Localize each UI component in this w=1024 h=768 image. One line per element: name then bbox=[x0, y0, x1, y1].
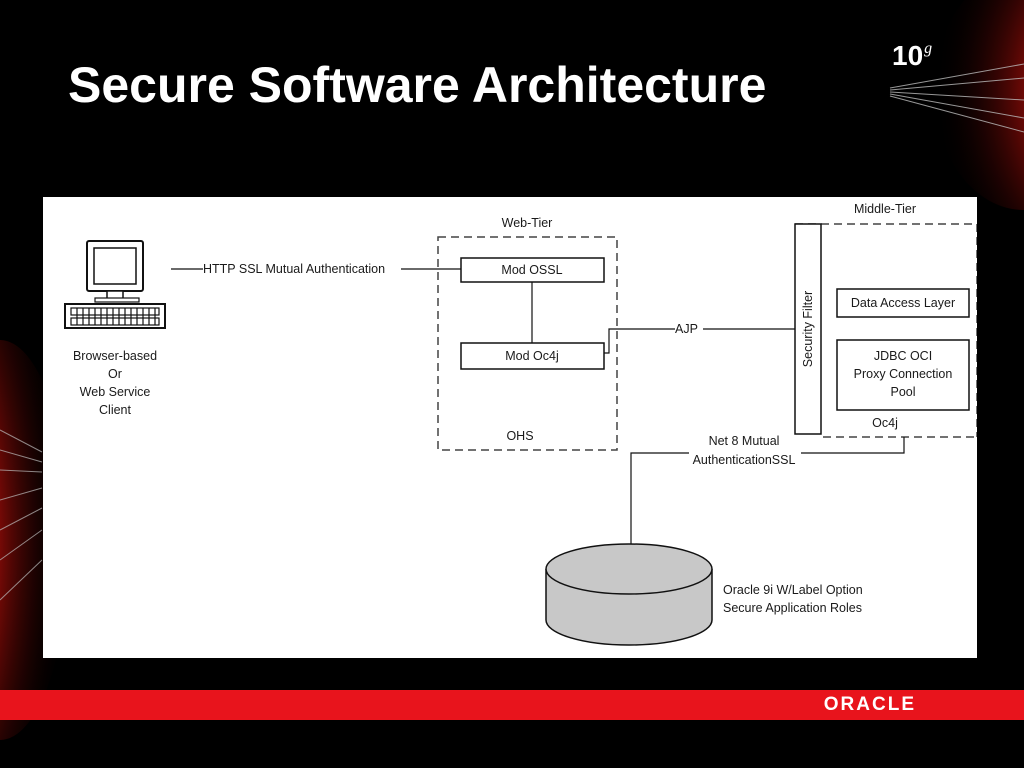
http-ssl-connection-label: HTTP SSL Mutual Authentication bbox=[203, 262, 385, 276]
http-ssl-connection: HTTP SSL Mutual Authentication bbox=[171, 262, 461, 276]
client-label-line-3: Web Service bbox=[80, 385, 151, 399]
security-filter-box bbox=[794, 223, 822, 435]
client-label: Browser-based Or Web Service Client bbox=[73, 349, 157, 417]
mod-oc4j-box bbox=[460, 342, 605, 370]
client-label-line-2: Or bbox=[108, 367, 122, 381]
version-suffix: g bbox=[924, 40, 933, 57]
jdbc-pool-line-2: Proxy Connection bbox=[854, 367, 953, 381]
mod-oc4j-label: Mod Oc4j bbox=[505, 349, 559, 363]
net8-label-line-2: AuthenticationSSL bbox=[693, 453, 796, 467]
database-label-line-2: Secure Application Roles bbox=[723, 601, 862, 615]
version-number: 10 bbox=[892, 40, 924, 71]
computer-workstation-icon bbox=[64, 240, 166, 329]
ohs-label: OHS bbox=[506, 429, 533, 443]
footer-bar: ORACLE bbox=[0, 690, 1024, 720]
swoosh-lines-bottom-left bbox=[0, 429, 43, 601]
swoosh-lines-top-right bbox=[889, 63, 1024, 133]
database-label-line-1: Oracle 9i W/Label Option bbox=[723, 583, 863, 597]
data-access-layer-label: Data Access Layer bbox=[851, 296, 955, 310]
web-tier: Web-Tier Mod OSSL Mod Oc4j OHS bbox=[437, 216, 618, 451]
version-badge: 10g bbox=[892, 40, 933, 71]
jdbc-pool-box bbox=[836, 339, 970, 411]
jdbc-pool-line-3: Pool bbox=[890, 385, 915, 399]
oc4j-container-label: Oc4j bbox=[872, 416, 898, 430]
net8-ssl-connection: Net 8 Mutual AuthenticationSSL bbox=[630, 434, 905, 570]
net8-label-line-1: Net 8 Mutual bbox=[709, 434, 780, 448]
security-filter-label: Security Filter bbox=[801, 291, 815, 367]
client-label-line-4: Client bbox=[99, 403, 131, 417]
ajp-connection: AJP bbox=[604, 322, 795, 354]
mod-ossl-label: Mod OSSL bbox=[501, 263, 562, 277]
database-label: Oracle 9i W/Label Option Secure Applicat… bbox=[723, 583, 863, 615]
red-glow-top-right bbox=[934, 0, 1024, 210]
middle-tier: Middle-Tier Security Filter Data Access … bbox=[794, 202, 977, 438]
slide-title: Secure Software Architecture bbox=[68, 57, 767, 113]
oracle-logo: ORACLE bbox=[823, 694, 916, 715]
client-label-line-1: Browser-based bbox=[73, 349, 157, 363]
architecture-diagram-svg: Browser-based Or Web Service Client HTTP… bbox=[64, 202, 977, 646]
middle-tier-title: Middle-Tier bbox=[854, 202, 916, 216]
database-cylinder-icon bbox=[545, 543, 713, 646]
architecture-diagram: Browser-based Or Web Service Client HTTP… bbox=[43, 197, 977, 658]
jdbc-pool-line-1: JDBC OCI bbox=[874, 349, 932, 363]
ajp-label: AJP bbox=[675, 322, 698, 336]
web-tier-title: Web-Tier bbox=[502, 216, 553, 230]
data-access-layer-box bbox=[836, 288, 970, 318]
